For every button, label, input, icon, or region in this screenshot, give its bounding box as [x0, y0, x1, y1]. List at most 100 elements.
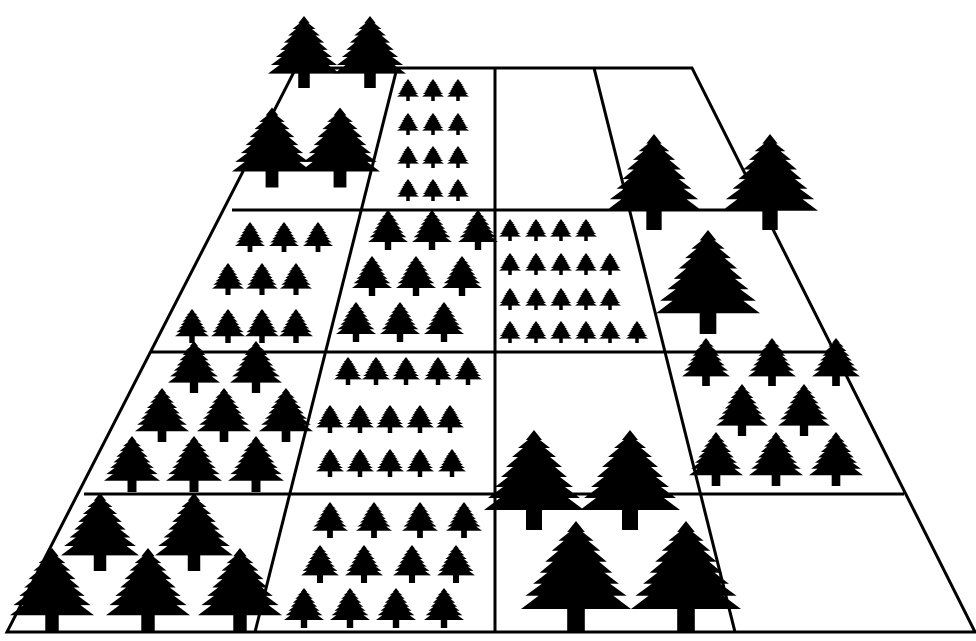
conifer-tree-icon — [268, 16, 340, 88]
conifer-tree-icon — [422, 146, 444, 168]
conifer-tree-icon — [362, 357, 390, 385]
conifer-tree-icon — [437, 545, 475, 583]
conifer-tree-icon — [575, 219, 597, 241]
conifer-tree-icon — [397, 113, 419, 135]
conifer-tree-icon — [521, 521, 631, 631]
conifer-tree-icon — [334, 357, 362, 385]
conifer-tree-icon — [230, 341, 282, 393]
conifer-tree-icon — [626, 321, 648, 343]
conifer-tree-icon — [606, 134, 702, 230]
conifer-tree-icon — [525, 288, 547, 310]
conifer-tree-icon — [436, 405, 464, 433]
conifer-tree-icon — [447, 146, 469, 168]
conifer-tree-icon — [316, 405, 344, 433]
conifer-tree-icon — [316, 449, 344, 477]
conifer-tree-icon — [550, 321, 572, 343]
conifer-tree-icon — [212, 263, 244, 295]
conifer-tree-icon — [749, 432, 803, 486]
conifer-tree-icon — [575, 321, 597, 343]
conifer-tree-icon — [393, 545, 431, 583]
conifer-tree-icon — [716, 384, 768, 436]
conifer-tree-icon — [376, 405, 404, 433]
conifer-tree-icon — [575, 288, 597, 310]
conifer-tree-icon — [550, 253, 572, 275]
conifer-tree-icon — [422, 79, 444, 101]
conifer-tree-icon — [175, 309, 209, 343]
conifer-tree-icon — [397, 79, 419, 101]
conifer-tree-icon — [168, 341, 220, 393]
conifer-tree-icon — [232, 108, 312, 188]
conifer-tree-icon — [402, 502, 438, 538]
conifer-tree-icon — [499, 288, 521, 310]
conifer-tree-icon — [499, 253, 521, 275]
conifer-tree-icon — [155, 493, 233, 571]
conifer-tree-icon — [580, 430, 680, 530]
conifer-tree-icon — [748, 338, 796, 386]
conifer-tree-icon — [106, 548, 190, 632]
conifer-tree-icon — [235, 222, 265, 252]
conifer-tree-icon — [446, 502, 482, 538]
conifer-tree-icon — [424, 588, 464, 628]
conifer-tree-icon — [525, 321, 547, 343]
conifer-tree-icon — [599, 253, 621, 275]
conifer-tree-icon — [284, 588, 324, 628]
conifer-tree-icon — [228, 436, 284, 492]
conifer-tree-icon — [300, 108, 380, 188]
conifer-tree-icon — [396, 256, 436, 296]
conifer-tree-icon — [631, 521, 741, 631]
conifer-tree-icon — [356, 502, 392, 538]
conifer-tree-icon — [458, 210, 498, 250]
conifer-tree-icon — [104, 436, 160, 492]
conifer-tree-icon — [550, 219, 572, 241]
conifer-tree-icon — [280, 263, 312, 295]
conifer-tree-icon — [412, 210, 452, 250]
conifer-tree-icon — [245, 309, 279, 343]
conifer-tree-icon — [336, 302, 376, 342]
conifer-tree-icon — [198, 548, 282, 632]
conifer-tree-icon — [525, 219, 547, 241]
conifer-tree-icon — [246, 263, 278, 295]
conifer-tree-icon — [599, 288, 621, 310]
conifer-tree-icon — [656, 230, 760, 334]
conifer-tree-icon — [809, 432, 863, 486]
conifer-tree-icon — [599, 321, 621, 343]
conifer-tree-icon — [352, 256, 392, 296]
conifer-tree-icon — [499, 219, 521, 241]
conifer-tree-icon — [454, 357, 482, 385]
conifer-tree-icon — [499, 321, 521, 343]
conifer-tree-icon — [303, 222, 333, 252]
conifer-tree-icon — [380, 302, 420, 342]
conifer-tree-icon — [269, 222, 299, 252]
conifer-tree-icon — [447, 179, 469, 201]
conifer-tree-icon — [397, 146, 419, 168]
conifer-tree-icon — [422, 113, 444, 135]
conifer-tree-icon — [550, 288, 572, 310]
conifer-tree-icon — [346, 405, 374, 433]
conifer-tree-icon — [424, 357, 452, 385]
conifer-tree-icon — [575, 253, 597, 275]
conifer-tree-icon — [197, 388, 251, 442]
conifer-tree-icon — [211, 309, 245, 343]
conifer-tree-icon — [312, 502, 348, 538]
conifer-tree-icon — [812, 338, 860, 386]
conifer-tree-icon — [406, 405, 434, 433]
conifer-tree-icon — [525, 253, 547, 275]
conifer-tree-icon — [392, 357, 420, 385]
conifer-tree-icon — [406, 449, 434, 477]
conifer-tree-icon — [682, 338, 730, 386]
conifer-tree-icon — [166, 436, 222, 492]
conifer-tree-icon — [279, 309, 313, 343]
conifer-tree-icon — [346, 449, 374, 477]
conifer-tree-icon — [397, 179, 419, 201]
conifer-tree-icon — [442, 256, 482, 296]
conifer-tree-icon — [447, 113, 469, 135]
conifer-tree-icon — [424, 302, 464, 342]
conifer-tree-icon — [330, 588, 370, 628]
conifer-tree-icon — [376, 588, 416, 628]
conifer-tree-icon — [778, 384, 830, 436]
conifer-tree-icon — [135, 388, 189, 442]
conifer-tree-icon — [301, 545, 339, 583]
conifer-tree-icon — [447, 79, 469, 101]
